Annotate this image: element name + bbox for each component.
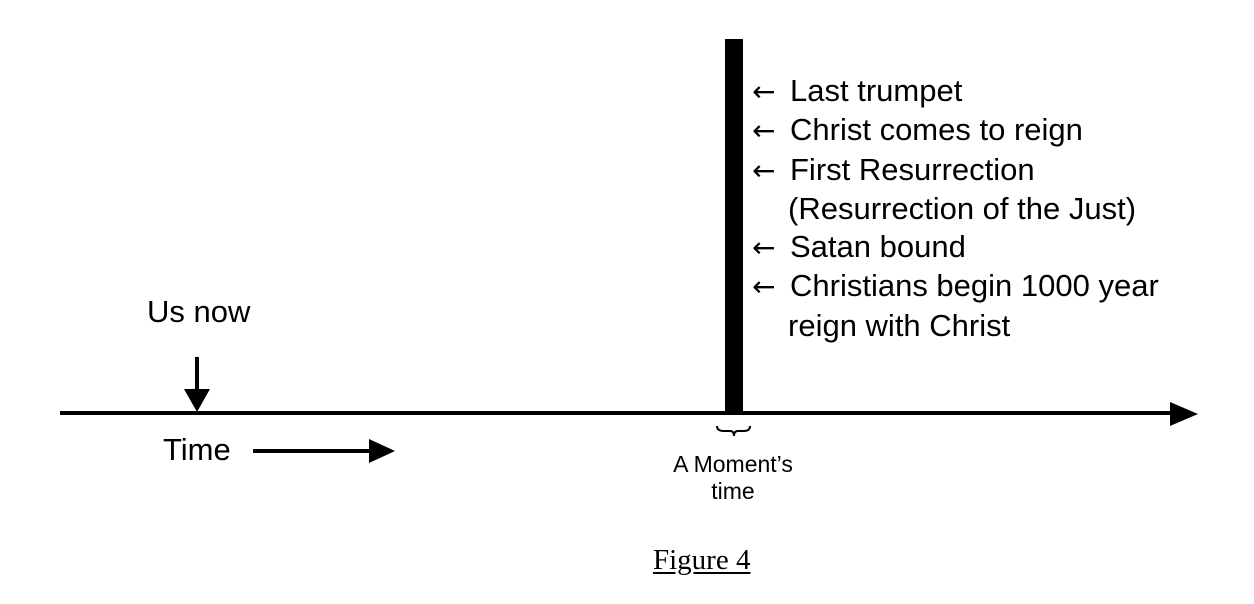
- event-last-trumpet: ← Last trumpet: [752, 72, 1159, 111]
- event-text: Christ comes to reign: [790, 112, 1083, 148]
- us-now-arrowhead: [184, 389, 210, 412]
- left-arrow-icon: ←: [752, 270, 776, 304]
- moment-label-line-2: time: [711, 478, 755, 504]
- event-christians-reign: ← Christians begin 1000 year: [752, 267, 1159, 306]
- moment-label-line-1: A Moment’s: [673, 451, 793, 477]
- us-now-label: Us now: [147, 294, 251, 329]
- event-text: Christians begin 1000 year: [790, 268, 1159, 304]
- event-text: (Resurrection of the Just): [788, 190, 1137, 226]
- event-christians-reign-continued: reign with Christ: [752, 307, 1159, 345]
- event-bar: [725, 39, 743, 414]
- left-arrow-icon: ←: [752, 153, 776, 187]
- event-first-resurrection-note: (Resurrection of the Just): [752, 190, 1159, 228]
- event-text: First Resurrection: [790, 151, 1035, 187]
- event-christ-comes: ← Christ comes to reign: [752, 111, 1159, 150]
- moment-label: A Moment’s time: [650, 451, 816, 505]
- event-satan-bound: ← Satan bound: [752, 228, 1159, 267]
- figure-caption: Figure 4: [653, 544, 751, 576]
- left-arrow-icon: ←: [752, 114, 776, 148]
- time-label: Time: [163, 432, 231, 467]
- timeline-arrowhead: [1170, 402, 1198, 426]
- event-text: Last trumpet: [790, 73, 963, 108]
- time-direction-arrowhead: [369, 439, 395, 463]
- event-list: ← Last trumpet ← Christ comes to reign ←…: [752, 72, 1159, 345]
- left-arrow-icon: ←: [752, 75, 776, 108]
- left-arrow-icon: ←: [752, 231, 776, 265]
- event-text: reign with Christ: [788, 307, 1011, 343]
- event-first-resurrection: ← First Resurrection: [752, 151, 1159, 190]
- event-text: Satan bound: [790, 229, 966, 265]
- moment-brace: [716, 425, 751, 437]
